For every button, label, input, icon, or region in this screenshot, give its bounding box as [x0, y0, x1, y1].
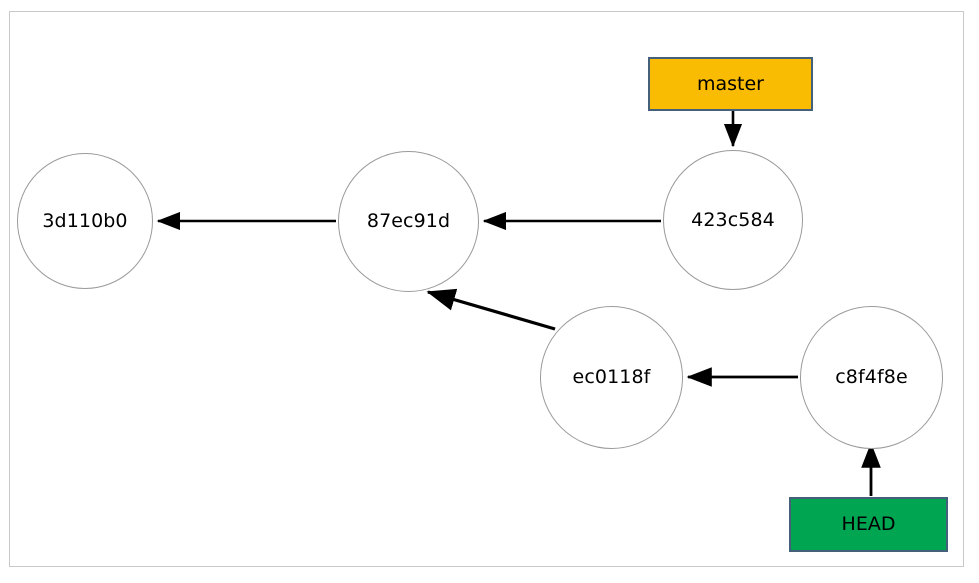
head-ref-box[interactable]: HEAD — [789, 497, 948, 552]
commit-node-87ec91d[interactable]: 87ec91d — [338, 151, 479, 292]
branch-ref-master[interactable]: master — [648, 57, 813, 111]
edge-ec0118f-to-87ec91d — [426, 288, 556, 331]
commit-label: 3d110b0 — [42, 209, 128, 232]
commit-label: 423c584 — [691, 208, 775, 231]
commit-label: 87ec91d — [366, 210, 451, 232]
commit-node-423c584[interactable]: 423c584 — [663, 150, 803, 290]
head-ref-label: HEAD — [841, 513, 896, 535]
branch-ref-label: master — [696, 72, 764, 95]
commit-label: c8f4f8e — [835, 366, 908, 388]
commit-node-3d110b0[interactable]: 3d110b0 — [17, 153, 153, 289]
commit-label: ec0118f — [572, 366, 651, 388]
commit-node-c8f4f8e[interactable]: c8f4f8e — [800, 306, 943, 449]
commit-node-ec0118f[interactable]: ec0118f — [540, 306, 683, 449]
